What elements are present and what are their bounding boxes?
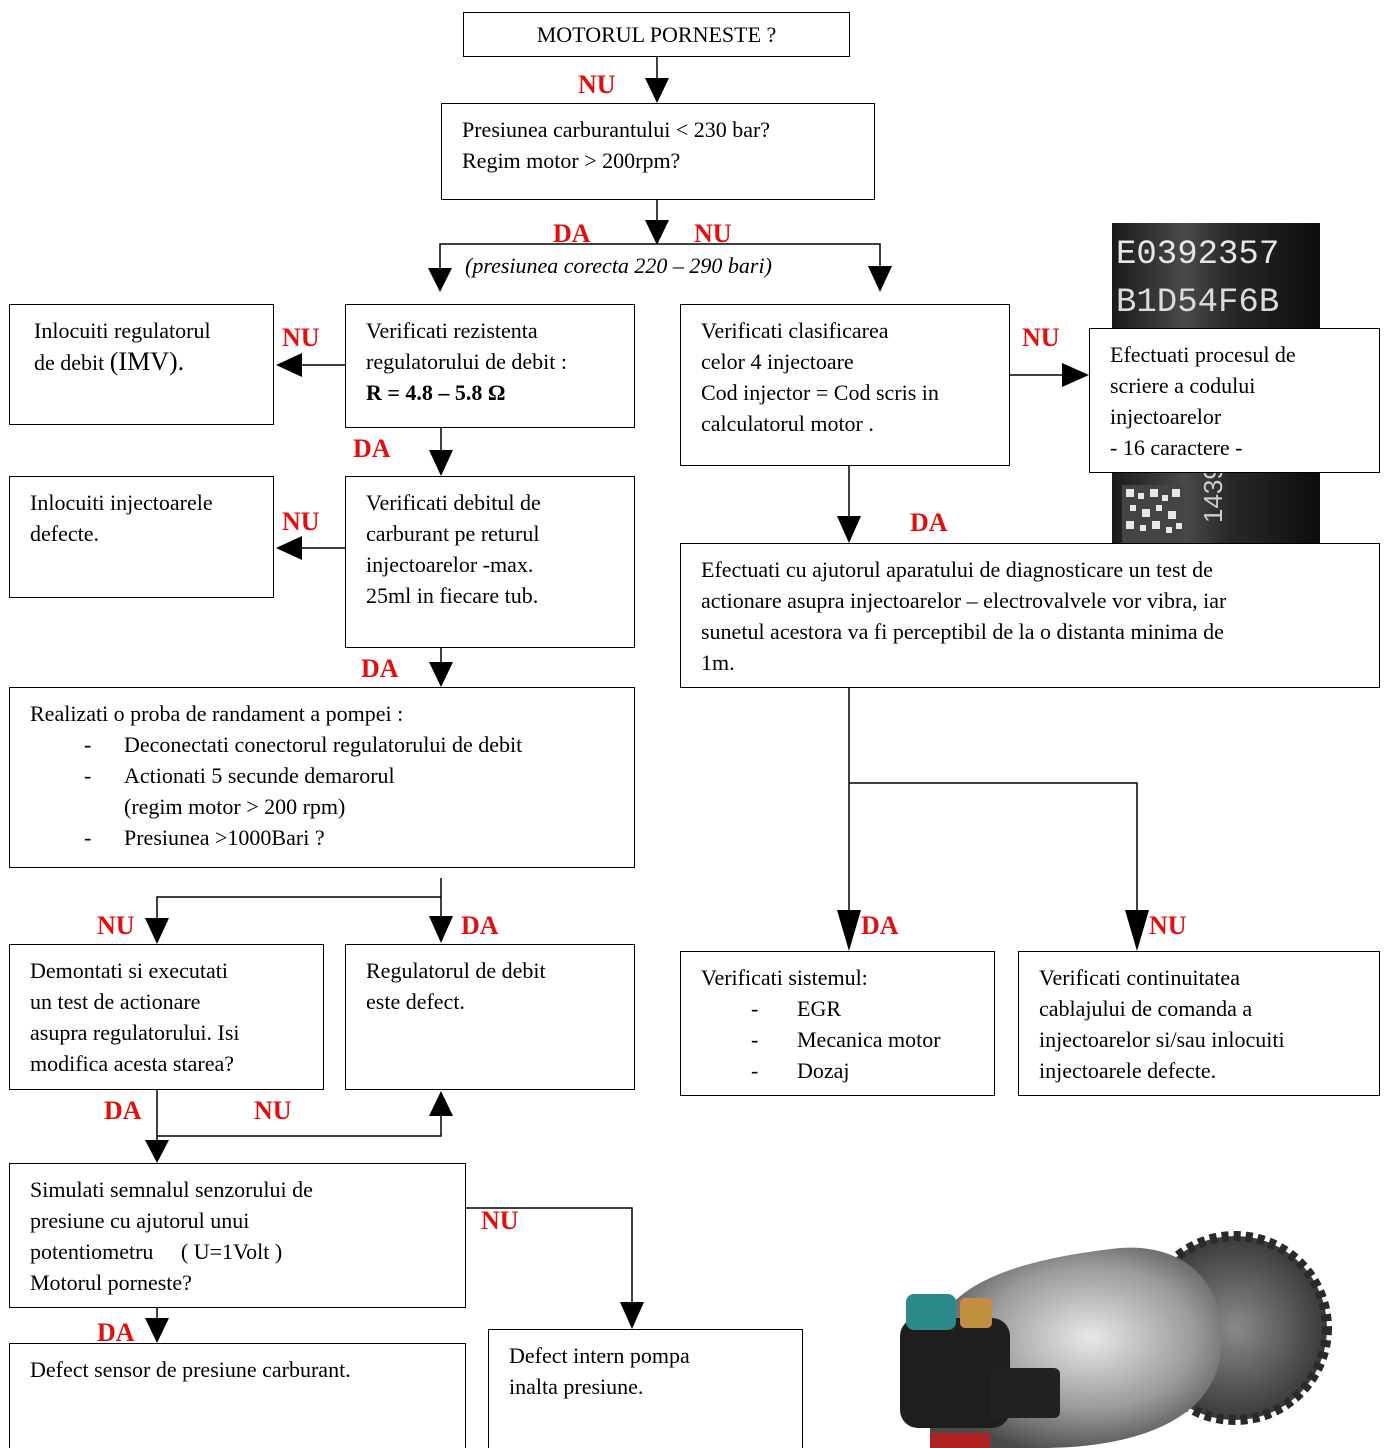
label-no: NU (694, 219, 732, 248)
label-no: NU (481, 1206, 519, 1235)
actuation-test-line-2: actionare asupra injectoarelor – electro… (701, 588, 1227, 613)
start-box: MOTORUL PORNESTE ? (463, 12, 850, 57)
label-yes: DA (104, 1096, 142, 1125)
pump-test-title: Realizati o proba de randament a pompei … (30, 701, 404, 726)
check-resistance-line-1: Verificati rezistenta (366, 318, 538, 343)
simulate-sensor-line-2: presiune cu ajutorul unui (30, 1208, 250, 1233)
check-resistance-box: Verificati rezistenta regulatorului de d… (345, 304, 635, 428)
dismount-test-line-3: asupra regulatorului. Isi (30, 1020, 240, 1045)
write-code-line-1: Efectuati procesul de (1110, 342, 1296, 367)
write-code-box: Efectuati procesul de scriere a codului … (1089, 328, 1380, 473)
injector-code-1: E0392357 (1116, 236, 1279, 274)
label-no: NU (97, 911, 135, 940)
label-yes: DA (553, 219, 591, 248)
injector-code-2: B1D54F6B (1116, 284, 1279, 322)
pressure-check-line-2: Regim motor > 200rpm? (462, 148, 681, 173)
replace-imv-line-1: Inlocuiti regulatorul (34, 318, 211, 343)
resistance-formula: R = 4.8 – 5.8 Ω (366, 380, 506, 405)
simulate-sensor-line-3: potentiometru ( U=1Volt ) (30, 1239, 283, 1264)
check-return-flow-line-1: Verificati debitul de (366, 490, 541, 515)
dismount-test-line-1: Demontati si executati (30, 958, 228, 983)
regulator-defect-line-1: Regulatorul de debit (366, 958, 546, 983)
dismount-test-box: Demontati si executati un test de action… (9, 944, 324, 1090)
pressure-check-line-1: Presiunea carburantului < 230 bar? (462, 117, 771, 142)
actuation-test-box: Efectuati cu ajutorul aparatului de diag… (680, 543, 1380, 688)
check-system-item: -EGR (751, 996, 841, 1021)
pressure-check-box: Presiunea carburantului < 230 bar? Regim… (441, 103, 875, 200)
label-yes: DA (461, 911, 499, 940)
regulator-defect-line-2: este defect. (366, 989, 465, 1014)
dismount-test-line-4: modifica acesta starea? (30, 1051, 234, 1076)
pressure-note: (presiunea corecta 220 – 290 bari) (465, 253, 772, 278)
check-return-flow-line-4: 25ml in fiecare tub. (366, 583, 539, 608)
check-return-flow-line-2: carburant pe returul (366, 521, 540, 546)
datamatrix-icon (1122, 485, 1184, 543)
pump-test-item: -Presiunea >1000Bari ? (84, 825, 325, 850)
replace-imv-line-2b: (IMV). (109, 347, 185, 376)
pump-photo-image (900, 1231, 1332, 1448)
label-no: NU (1149, 911, 1187, 940)
pump-test-list: -Deconectati conectorul regulatorului de… (30, 729, 614, 853)
label-no: NU (254, 1096, 292, 1125)
replace-imv-line-2a: de debit (34, 350, 110, 375)
actuation-test-line-1: Efectuati cu ajutorul aparatului de diag… (701, 557, 1213, 582)
sensor-defect-text: Defect sensor de presiune carburant. (30, 1357, 351, 1382)
check-return-flow-line-3: injectoarelor -max. (366, 552, 534, 577)
pump-defect-line-2: inalta presiune. (509, 1374, 644, 1399)
check-wiring-line-1: Verificati continuitatea (1039, 965, 1240, 990)
label-yes: DA (353, 434, 391, 463)
actuation-test-line-4: 1m. (701, 650, 735, 675)
check-return-flow-box: Verificati debitul de carburant pe retur… (345, 476, 635, 648)
simulate-sensor-box: Simulati semnalul senzorului de presiune… (9, 1163, 466, 1308)
actuation-test-line-3: sunetul acestora va fi perceptibil de la… (701, 619, 1224, 644)
check-system-item: -Dozaj (751, 1058, 850, 1083)
write-code-line-4: - 16 caractere - (1110, 435, 1243, 460)
check-resistance-line-2: regulatorului de debit : (366, 349, 567, 374)
sensor-defect-box: Defect sensor de presiune carburant. (9, 1343, 466, 1448)
check-classification-line-3: Cod injector = Cod scris in (701, 380, 939, 405)
label-yes: DA (910, 508, 948, 537)
label-yes: DA (861, 911, 899, 940)
pump-defect-box: Defect intern pompa inalta presiune. (488, 1329, 803, 1448)
pump-test-box: Realizati o proba de randament a pompei … (9, 687, 635, 868)
replace-imv-box: Inlocuiti regulatorul de debit (IMV). (9, 304, 274, 425)
start-text: MOTORUL PORNESTE ? (536, 22, 777, 47)
simulate-sensor-line-1: Simulati semnalul senzorului de (30, 1177, 313, 1202)
simulate-sensor-line-4: Motorul porneste? (30, 1270, 192, 1295)
check-system-list: -EGR -Mecanica motor -Dozaj (701, 993, 974, 1086)
injector-code-3: 1439 (1198, 465, 1228, 523)
label-no: NU (1022, 323, 1060, 352)
pump-photo (890, 1218, 1350, 1448)
label-yes: DA (361, 654, 399, 683)
pump-defect-line-1: Defect intern pompa (509, 1343, 690, 1368)
write-code-line-3: injectoarelor (1110, 404, 1222, 429)
check-wiring-line-3: injectoarelor si/sau inlocuiti (1039, 1027, 1285, 1052)
label-no: NU (578, 70, 616, 99)
check-system-title: Verificati sistemul: (701, 965, 868, 990)
replace-injectors-line-2: defecte. (30, 521, 99, 546)
label-no: NU (282, 507, 320, 536)
check-classification-line-4: calculatorul motor . (701, 411, 874, 436)
dismount-test-line-2: un test de actionare (30, 989, 201, 1014)
pump-test-item: -Deconectati conectorul regulatorului de… (84, 732, 523, 757)
replace-injectors-line-1: Inlocuiti injectoarele (30, 490, 213, 515)
write-code-line-2: scriere a codului (1110, 373, 1256, 398)
label-no: NU (282, 323, 320, 352)
check-wiring-line-2: cablajului de comanda a (1039, 996, 1253, 1021)
check-classification-line-2: celor 4 injectoare (701, 349, 854, 374)
pump-test-item: -Actionati 5 secunde demarorul (84, 763, 395, 788)
pump-test-item-continuation: (regim motor > 200 rpm) (124, 794, 346, 819)
check-wiring-line-4: injectoarele defecte. (1039, 1058, 1217, 1083)
check-wiring-box: Verificati continuitatea cablajului de c… (1018, 951, 1380, 1096)
check-system-item: -Mecanica motor (751, 1027, 941, 1052)
replace-injectors-box: Inlocuiti injectoarele defecte. (9, 476, 274, 598)
check-system-box: Verificati sistemul: -EGR -Mecanica moto… (680, 951, 995, 1096)
check-classification-box: Verificati clasificarea celor 4 injectoa… (680, 304, 1010, 466)
label-yes: DA (97, 1318, 135, 1347)
regulator-defect-box: Regulatorul de debit este defect. (345, 944, 635, 1090)
check-classification-line-1: Verificati clasificarea (701, 318, 889, 343)
